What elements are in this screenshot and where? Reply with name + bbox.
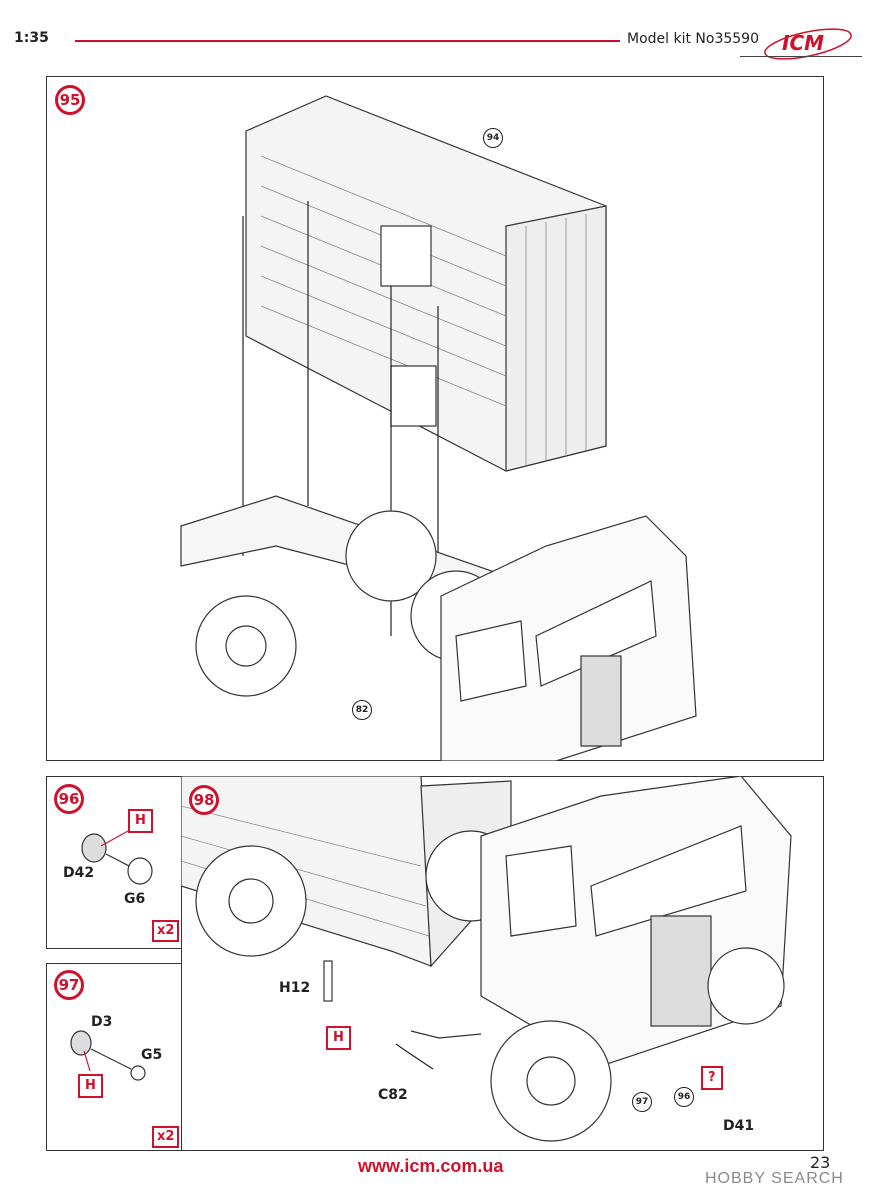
color-code-h: H bbox=[78, 1074, 103, 1098]
callout-97: 97 bbox=[632, 1092, 652, 1112]
part-g6: G6 bbox=[124, 891, 146, 907]
callout-82: 82 bbox=[352, 700, 372, 720]
part-d41: D41 bbox=[723, 1118, 755, 1134]
part-d42: D42 bbox=[63, 865, 95, 881]
part-d3: D3 bbox=[91, 1014, 113, 1030]
footer-url[interactable]: www.icm.com.ua bbox=[358, 1156, 504, 1176]
step-96-illustration bbox=[81, 830, 153, 885]
svg-text:ICM: ICM bbox=[782, 31, 824, 55]
part-h12: H12 bbox=[279, 980, 311, 996]
step-95-badge: 95 bbox=[55, 85, 85, 115]
step-98-illustration bbox=[181, 776, 792, 1142]
color-code-h: H bbox=[326, 1026, 351, 1050]
icm-logo: ICM bbox=[764, 28, 852, 60]
quantity-x2: x2 bbox=[152, 1126, 180, 1148]
scale-label: 1:35 bbox=[14, 30, 49, 46]
step-97-illustration bbox=[70, 1030, 146, 1081]
header-rule bbox=[75, 40, 620, 42]
step-95-illustration bbox=[180, 95, 697, 761]
step-98-badge: 98 bbox=[189, 785, 219, 815]
color-code-h: H bbox=[128, 809, 153, 833]
page-number: 23 bbox=[810, 1153, 831, 1172]
step-97-badge: 97 bbox=[54, 970, 84, 1000]
header-gray-rule bbox=[740, 56, 862, 57]
callout-94: 94 bbox=[483, 128, 503, 148]
watermark: HOBBY SEARCH bbox=[705, 1170, 844, 1187]
part-c82: C82 bbox=[378, 1087, 408, 1103]
step-96-badge: 96 bbox=[54, 784, 84, 814]
unknown-part-marker: ? bbox=[701, 1066, 723, 1090]
quantity-x2: x2 bbox=[152, 920, 180, 942]
part-g5: G5 bbox=[141, 1047, 163, 1063]
kit-number: Model kit No35590 bbox=[627, 31, 759, 47]
callout-96: 96 bbox=[674, 1087, 694, 1107]
